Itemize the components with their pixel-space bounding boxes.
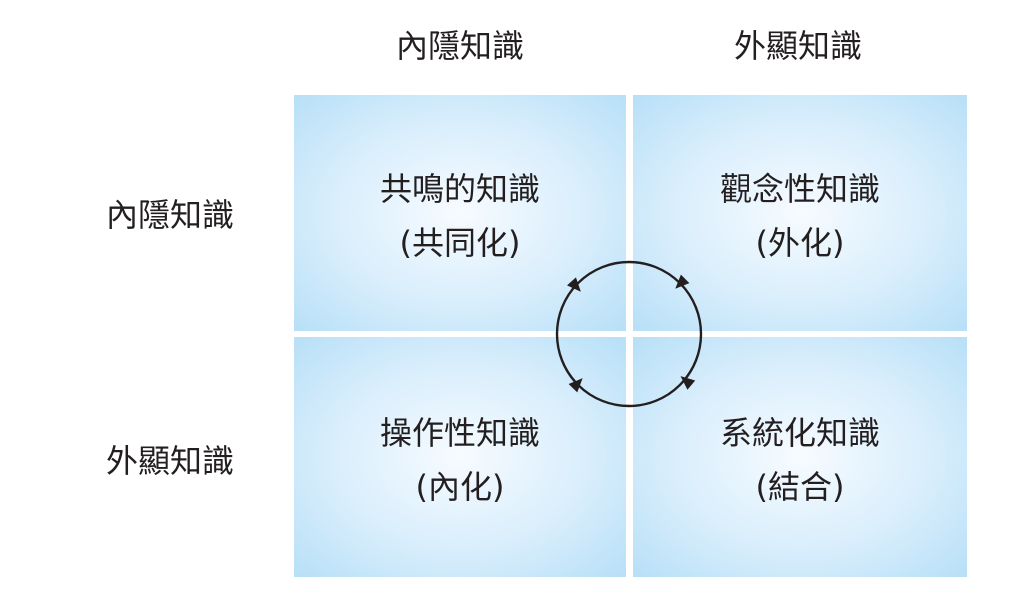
quadrant-title: 操作性知識 xyxy=(379,414,540,452)
quadrant-socialization: 共鳴的知識 (共同化) xyxy=(294,95,626,331)
quadrant-combination: 系統化知識 (結合) xyxy=(633,337,967,577)
column-header-tacit: 內隱知識 xyxy=(395,27,524,65)
column-header-explicit: 外顯知識 xyxy=(733,27,862,65)
quadrant-externalization: 觀念性知識 (外化) xyxy=(633,95,967,331)
quadrant-subtitle: (內化) xyxy=(415,468,505,506)
quadrant-subtitle: (結合) xyxy=(755,468,845,506)
quadrant-title: 系統化知識 xyxy=(719,414,880,452)
quadrant-title: 觀念性知識 xyxy=(719,170,880,208)
quadrant-subtitle: (外化) xyxy=(755,224,845,262)
row-header-explicit: 外顯知識 xyxy=(106,442,235,480)
quadrant-internalization: 操作性知識 (內化) xyxy=(294,337,626,577)
quadrant-subtitle: (共同化) xyxy=(399,224,521,262)
row-header-tacit: 內隱知識 xyxy=(106,196,235,234)
quadrant-title: 共鳴的知識 xyxy=(379,170,540,208)
